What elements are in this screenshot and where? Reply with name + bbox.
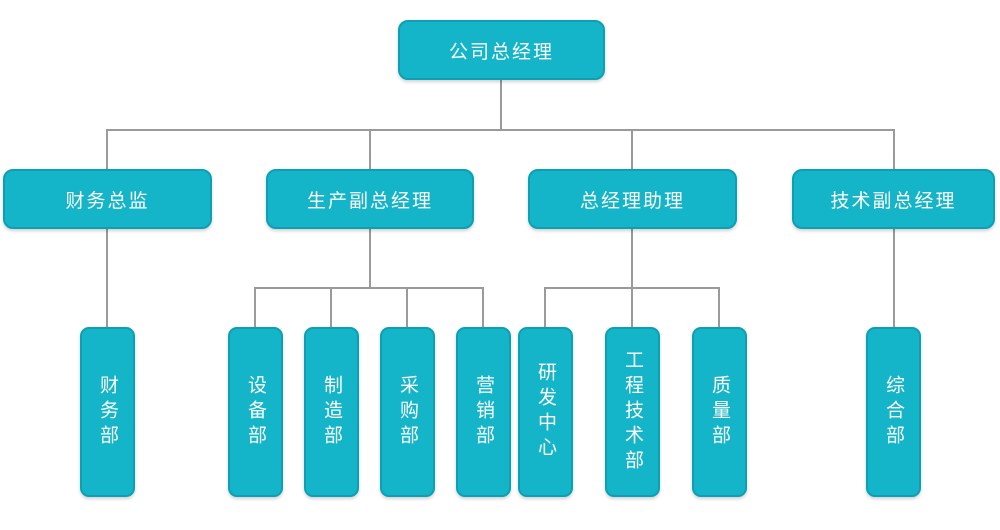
node-marketing-dept: 营销部 xyxy=(456,327,511,497)
node-tech-deputy-gm: 技术副总经理 xyxy=(792,169,995,229)
node-gm-assistant: 总经理助理 xyxy=(528,169,737,229)
node-equipment-dept-label: 设备部 xyxy=(245,374,266,450)
connector-drop-manufacturing-dept xyxy=(330,287,332,328)
node-rd-center-label: 研发中心 xyxy=(535,362,556,462)
connector-finance-dept xyxy=(106,229,108,328)
node-manufacturing-dept: 制造部 xyxy=(304,327,359,497)
node-finance-director-label: 财务总监 xyxy=(65,190,150,212)
connector-drop-gm-assistant xyxy=(631,129,633,170)
connector-level2-bus xyxy=(106,129,895,131)
connector-assistant-stem xyxy=(631,229,633,289)
node-quality-dept-label: 质量部 xyxy=(709,374,730,450)
connector-production-stem xyxy=(369,229,371,289)
connector-drop-quality-dept xyxy=(718,287,720,328)
node-finance-dept: 财务部 xyxy=(80,327,135,497)
node-production-deputy-gm-label: 生产副总经理 xyxy=(306,190,433,212)
connector-drop-rd-center xyxy=(544,287,546,328)
node-finance-director: 财务总监 xyxy=(3,169,212,229)
connector-drop-marketing-dept xyxy=(482,287,484,328)
node-marketing-dept-label: 营销部 xyxy=(473,374,494,450)
node-procurement-dept: 采购部 xyxy=(380,327,435,497)
connector-drop-production-deputy xyxy=(369,129,371,170)
connector-drop-finance-director xyxy=(106,129,108,170)
node-manufacturing-dept-label: 制造部 xyxy=(321,374,342,450)
connector-drop-tech-deputy xyxy=(893,129,895,170)
node-finance-dept-label: 财务部 xyxy=(97,374,118,450)
connector-general-affairs-dept xyxy=(893,229,895,328)
node-gm-assistant-label: 总经理助理 xyxy=(579,190,685,212)
connector-drop-procurement-dept xyxy=(406,287,408,328)
node-tech-deputy-gm-label: 技术副总经理 xyxy=(830,190,957,212)
node-rd-center: 研发中心 xyxy=(518,327,573,497)
connector-production-bus xyxy=(254,287,484,289)
node-engineering-tech-dept-label: 工程技术部 xyxy=(622,349,643,475)
node-equipment-dept: 设备部 xyxy=(228,327,283,497)
connector-drop-engineering-dept xyxy=(631,287,633,328)
node-production-deputy-gm: 生产副总经理 xyxy=(266,169,474,229)
node-general-manager-label: 公司总经理 xyxy=(448,41,554,63)
node-procurement-dept-label: 采购部 xyxy=(397,374,418,450)
node-engineering-tech-dept: 工程技术部 xyxy=(605,327,660,497)
node-quality-dept: 质量部 xyxy=(692,327,747,497)
node-general-affairs-dept-label: 综合部 xyxy=(883,374,904,450)
node-general-manager: 公司总经理 xyxy=(398,20,605,80)
connector-root-stem xyxy=(500,80,502,130)
connector-drop-equipment-dept xyxy=(254,287,256,328)
node-general-affairs-dept: 综合部 xyxy=(866,327,921,497)
